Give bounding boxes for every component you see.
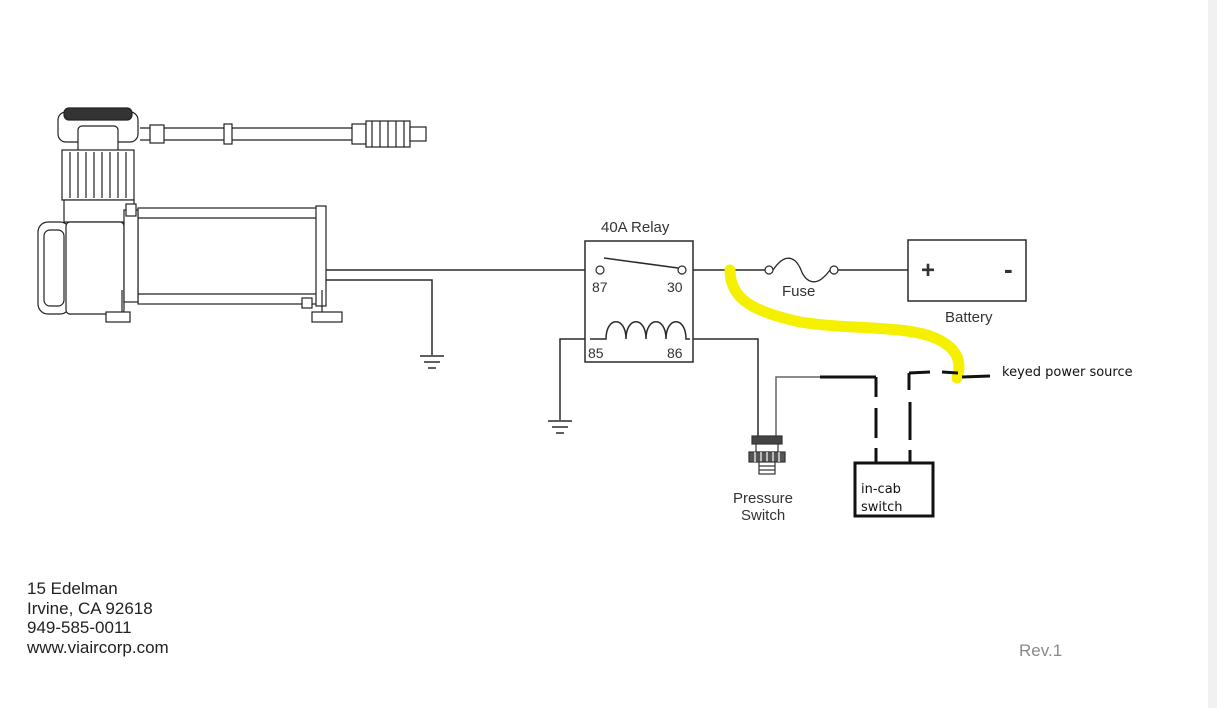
battery	[907, 239, 1027, 302]
battery-minus-sign: -	[1004, 254, 1013, 284]
address-line-website[interactable]: www.viaircorp.com	[27, 637, 169, 657]
relay-pin-30-label: 30	[667, 279, 683, 295]
page-scrollbar[interactable]	[1208, 0, 1217, 708]
ground-symbol-relay	[548, 420, 572, 434]
relay-coil	[590, 321, 690, 340]
ground-symbol-compressor	[420, 355, 444, 369]
compressor-illustration	[37, 107, 427, 323]
incab-switch-label-line2: switch	[861, 500, 903, 515]
keyed-power-source-label: keyed power source	[1002, 365, 1133, 380]
fuse-label: Fuse	[782, 283, 815, 300]
relay-contact-arm	[603, 257, 679, 269]
address-line-street: 15 Edelman	[27, 579, 118, 598]
incab-switch-box	[853, 461, 935, 518]
address-line-city: Irvine, CA 92618	[27, 598, 153, 618]
company-address: 15 Edelman Irvine, CA 92618 949-585-0011…	[27, 579, 169, 657]
incab-switch-label-line1: in-cab	[861, 482, 901, 497]
pressure-switch-wire	[775, 376, 822, 440]
battery-label: Battery	[945, 309, 993, 326]
handdrawn-incab-wires	[820, 370, 991, 463]
relay-pin-86-label: 86	[667, 345, 683, 361]
yellow-highlight-wire	[724, 264, 965, 384]
fuse-symbol	[764, 257, 839, 283]
relay-terminal-30	[677, 265, 687, 275]
address-line-phone: 949-585-0011	[27, 618, 132, 637]
relay-pin-87-label: 87	[592, 279, 608, 295]
battery-plus-sign: +	[921, 257, 935, 284]
revision-label: Rev.1	[1019, 641, 1063, 660]
pressure-switch-symbol	[748, 435, 786, 475]
pressure-switch-label-line2: Switch	[741, 507, 785, 524]
relay	[584, 240, 694, 363]
relay-pin-85-label: 85	[588, 345, 604, 361]
relay-label: 40A Relay	[601, 219, 670, 236]
pressure-switch-label-line1: Pressure	[733, 490, 793, 507]
relay-terminal-87	[595, 265, 605, 275]
